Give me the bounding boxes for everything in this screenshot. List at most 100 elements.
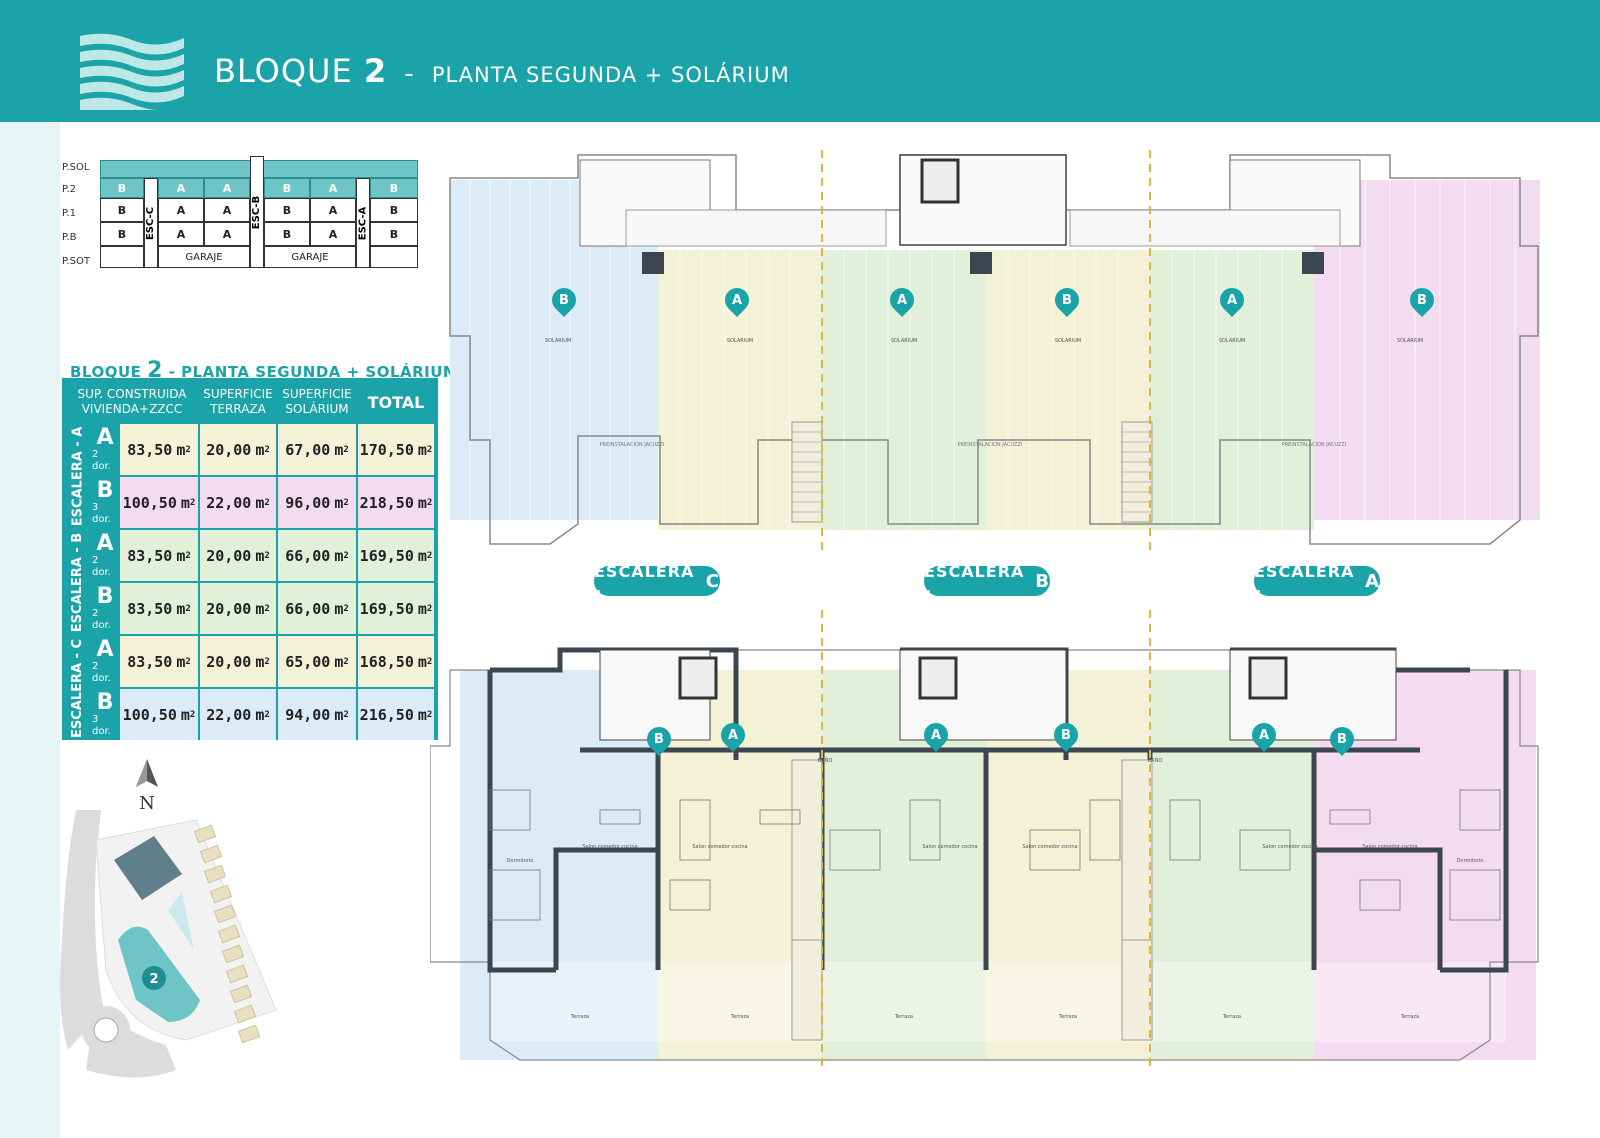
stair-pill-prefix: ESCALERA - xyxy=(594,562,695,600)
access-walkway xyxy=(625,209,887,247)
room-label: Terraza xyxy=(1058,1014,1077,1020)
schema-cell: B xyxy=(100,178,144,198)
cell-value: 170,50 xyxy=(359,440,414,459)
unit-marker: B xyxy=(642,722,676,756)
cell-value: 100,50 xyxy=(122,493,177,512)
marker-letter: B xyxy=(1062,292,1072,308)
unit-type: A xyxy=(96,424,114,450)
stair-group-label: ESCALERA - A xyxy=(66,424,90,528)
page-subtitle: PLANTA SEGUNDA + SOLÁRIUM xyxy=(431,63,790,87)
room-label: Salon comedor cocina xyxy=(1022,844,1077,850)
schema-cell: A xyxy=(158,222,204,246)
cell-unit: m xyxy=(417,652,427,671)
cell-unit: m xyxy=(255,440,265,459)
north-label: N xyxy=(139,793,155,814)
stair-pill-letter: A xyxy=(1365,570,1380,592)
unit-dorms: 2 dor. xyxy=(92,660,111,684)
cell-value: 100,50 xyxy=(122,705,177,724)
stair-group-label: ESCALERA - C xyxy=(66,636,90,740)
unit-type: B xyxy=(96,583,114,609)
cell-unit-power: 2 xyxy=(426,444,433,455)
cell-unit: m xyxy=(176,546,186,565)
room-label: SOLARIUM xyxy=(1055,338,1081,344)
room-label: BAÑO xyxy=(818,757,833,764)
cell-value: 83,50 xyxy=(127,652,173,671)
stair-group-name: ESCALERA - A xyxy=(70,426,86,526)
unit-dorms: 3 dor. xyxy=(92,501,111,525)
marker-letter: A xyxy=(930,727,942,743)
room-label: Salon comedor cocina xyxy=(1362,844,1417,850)
cell-unit: m xyxy=(334,493,344,512)
room-label: SOLARIUM xyxy=(891,338,917,344)
cell-unit-power: 2 xyxy=(426,550,433,561)
solarium-floor-plan: SOLARIUM SOLARIUM SOLARIUM SOLARIUM SOLA… xyxy=(449,150,1540,550)
cell-unit-power: 2 xyxy=(189,497,196,508)
unit-marker: A xyxy=(716,718,750,752)
unit-type: B xyxy=(96,689,114,715)
cell-value: 94,00 xyxy=(285,705,331,724)
schema-cell: B xyxy=(264,222,310,246)
garage-cell: GARAJE xyxy=(158,246,250,268)
unit-marker: A xyxy=(919,718,953,752)
cell-unit: m xyxy=(176,599,186,618)
room-label: SOLARIUM xyxy=(1219,338,1245,344)
marker-letter: A xyxy=(1226,292,1238,308)
table-title-number: 2 xyxy=(147,358,163,383)
cell-value: 83,50 xyxy=(127,440,173,459)
unit-dorms: 2 dor. xyxy=(92,448,111,472)
schema-cell: A xyxy=(158,198,204,222)
schema-cell: A xyxy=(204,178,250,198)
cell-value: 168,50 xyxy=(359,652,414,671)
cell-value: 83,50 xyxy=(127,546,173,565)
garage-cell xyxy=(100,246,144,268)
stair-group-name: ESCALERA - B xyxy=(70,532,86,632)
schema-cell: A xyxy=(158,178,204,198)
stair-label: ESC-C xyxy=(145,206,157,240)
elevator-icon xyxy=(918,656,958,700)
room-label: Salon comedor cocina xyxy=(692,844,747,850)
cell-unit-power: 2 xyxy=(189,709,196,720)
cell-value: 20,00 xyxy=(206,546,252,565)
cell-unit-power: 2 xyxy=(264,603,270,614)
level-label: P.2 xyxy=(62,184,77,195)
cell-value: 66,00 xyxy=(285,546,331,565)
cell-value: 216,50 xyxy=(359,705,414,724)
cell-unit-power: 2 xyxy=(343,709,349,720)
cell-value: 96,00 xyxy=(285,493,331,512)
level-label: P.SOL xyxy=(62,162,90,173)
utility-shaft xyxy=(1302,252,1324,274)
marker-letter: A xyxy=(1258,727,1270,743)
room-label: Salon comedor cocina xyxy=(1262,844,1317,850)
marker-letter: B xyxy=(559,292,569,308)
cell-value: 169,50 xyxy=(359,546,414,565)
level-label: P.B xyxy=(62,232,77,243)
stair-icon xyxy=(791,759,823,961)
unit-type: A xyxy=(96,530,114,556)
jacuzzi-label: PREINSTALACION JACUZZI xyxy=(1282,442,1347,448)
cell-unit: m xyxy=(334,440,344,459)
cell-unit: m xyxy=(180,705,190,724)
unit-type: B xyxy=(96,477,114,503)
cell-unit-power: 2 xyxy=(426,709,433,720)
stair-pill-c: ESCALERA -C xyxy=(594,562,720,600)
room-label: Dormitorio xyxy=(1457,858,1484,864)
unit-type: A xyxy=(96,636,114,662)
cell-unit-power: 2 xyxy=(426,656,433,667)
cell-unit-power: 2 xyxy=(185,603,191,614)
unit-dorms: 2 dor. xyxy=(92,554,111,578)
marker-letter: A xyxy=(731,292,743,308)
cell-unit-power: 2 xyxy=(264,550,270,561)
